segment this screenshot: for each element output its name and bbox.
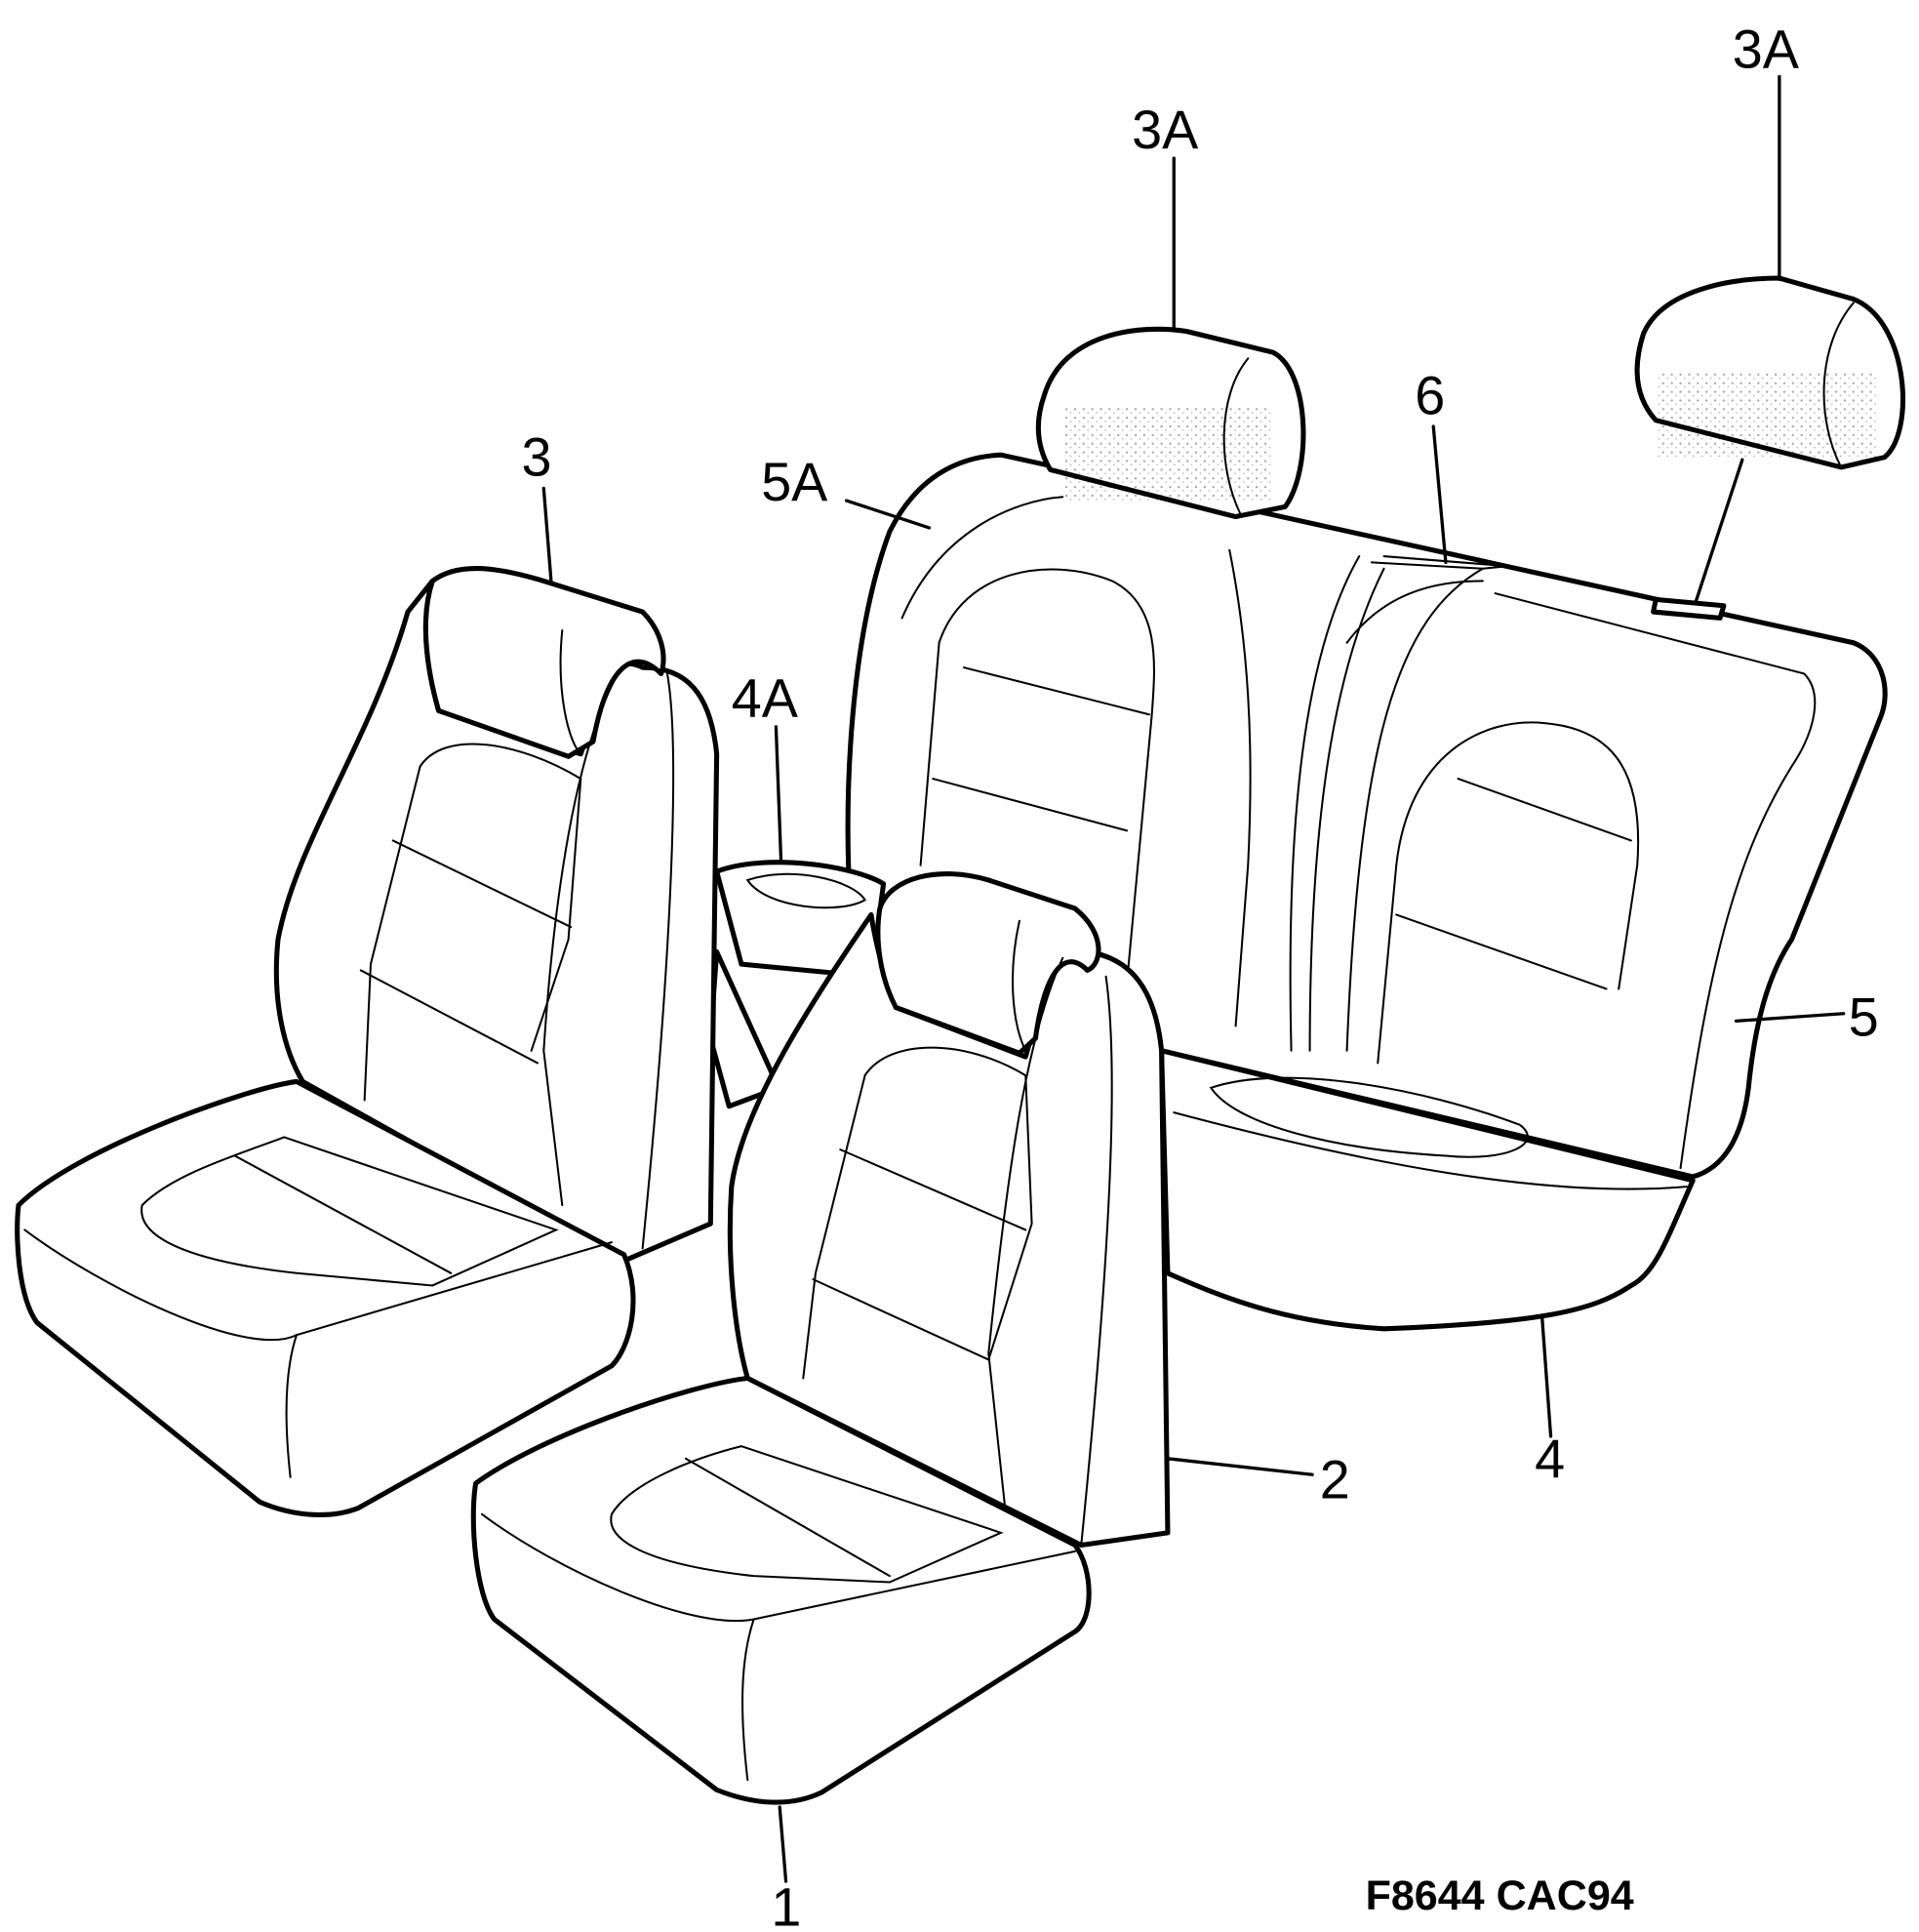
callout-6: 6 xyxy=(1415,365,1445,425)
front-left-seat xyxy=(15,566,720,1517)
callout-3a-right: 3A xyxy=(1733,20,1800,80)
callout-5a: 5A xyxy=(761,452,828,512)
headrest-guide xyxy=(1651,596,1727,621)
callout-1: 1 xyxy=(771,1877,801,1932)
leader-lines xyxy=(541,74,1846,1883)
front-right-seat xyxy=(470,871,1171,1805)
callout-3a-left: 3A xyxy=(1132,100,1199,160)
callout-2: 2 xyxy=(1320,1449,1350,1509)
figure-reference: F8644 CAC94 xyxy=(1366,1872,1634,1919)
callout-4: 4 xyxy=(1535,1429,1565,1489)
callout-5: 5 xyxy=(1849,987,1879,1048)
armrest xyxy=(707,860,887,1109)
callout-4a: 4A xyxy=(732,668,799,729)
callout-3: 3 xyxy=(521,427,551,488)
rear-bench-cushion xyxy=(1159,1048,1696,1332)
